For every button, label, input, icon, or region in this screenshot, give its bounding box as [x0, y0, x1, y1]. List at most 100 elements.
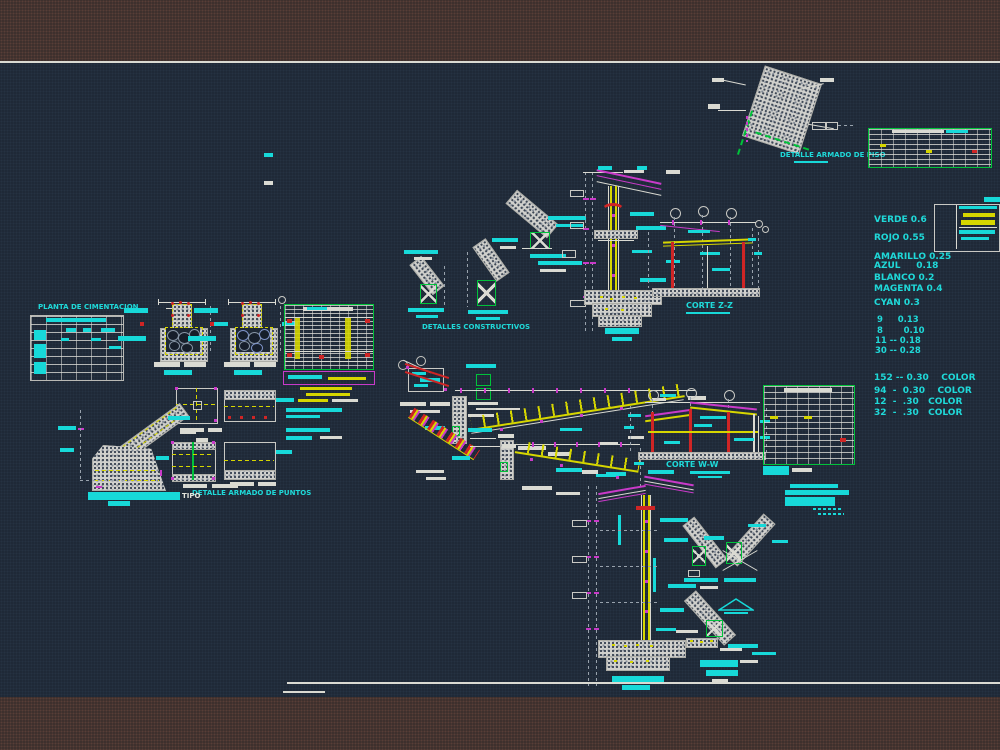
- note-dash: [813, 508, 843, 510]
- post-line: [758, 416, 759, 452]
- dim-label: [560, 428, 582, 431]
- table-cell: [770, 416, 778, 419]
- notes-box: [283, 371, 375, 385]
- dim-tick: [205, 299, 206, 305]
- table-title-bar: [892, 130, 944, 133]
- rebar-dot: [621, 309, 624, 311]
- sample-bar: [963, 213, 995, 217]
- label-box: [688, 570, 700, 577]
- label-bar: [180, 430, 196, 434]
- rebar-dot: [228, 416, 231, 419]
- roof-beam-details: [675, 510, 865, 690]
- red-mark: [210, 322, 214, 326]
- legend-line: MAGENTA 0.4: [874, 284, 943, 294]
- magenta-tick: [460, 388, 462, 393]
- label-bar: [624, 170, 644, 173]
- label-bar: [414, 257, 432, 260]
- corte-ww-caption: CORTE W-W: [666, 460, 719, 469]
- column-line: [707, 246, 708, 288]
- dim-line-vertical: [585, 172, 586, 332]
- bottom-short-line: [283, 691, 325, 693]
- label-bar: [556, 492, 580, 495]
- dim-label: [712, 268, 730, 271]
- magenta-dot: [444, 388, 447, 391]
- label-bar: [164, 370, 192, 375]
- dim-line: [505, 444, 640, 445]
- construction-details: DETALLES CONSTRUCTIVOS: [400, 189, 600, 337]
- grid-bubble: [726, 208, 737, 219]
- rebar-dot: [241, 314, 244, 317]
- dim-tick: [158, 299, 159, 305]
- rebar-dot: [614, 660, 617, 662]
- label-bar: [502, 444, 516, 448]
- magenta-dot: [530, 458, 533, 461]
- corte-zz-caption: CORTE Z-Z: [686, 301, 733, 310]
- dim-label: [58, 426, 76, 430]
- legend-line: AMARILLO 0.25: [874, 252, 952, 262]
- rebar-dot: [636, 644, 639, 646]
- dim-label: [530, 254, 566, 258]
- cell-bar: [109, 346, 121, 349]
- dim-label: [630, 212, 654, 216]
- dim-line-vertical: [630, 406, 631, 452]
- foundation-plan-title: PLANTA DE CIMENTACION: [38, 303, 139, 311]
- beam-yellow: [648, 431, 758, 433]
- table-cell: [804, 416, 812, 419]
- legend-line: CYAN 0.3: [874, 298, 920, 308]
- note-bar: [790, 484, 838, 488]
- column-red: [671, 242, 674, 288]
- rebar-line: [224, 406, 274, 407]
- label-bar: [676, 630, 698, 633]
- rebar-line: [95, 470, 155, 471]
- footing-hatch: [686, 638, 718, 648]
- magenta-dot: [645, 520, 648, 523]
- magenta-tick: [598, 442, 600, 447]
- tie-line: [600, 530, 660, 531]
- table-section-line: [285, 317, 373, 318]
- construction-details-caption: DETALLES CONSTRUCTIVOS: [422, 323, 531, 331]
- footing-rebar-outline: [235, 327, 273, 355]
- dim-label: [408, 308, 444, 312]
- magenta-tick: [594, 592, 599, 594]
- footing-hatch: [606, 656, 670, 671]
- grid-bubble: [416, 356, 426, 366]
- rebar-dot: [240, 416, 243, 419]
- dim-label: [640, 278, 666, 282]
- label-bar: [498, 434, 514, 438]
- legend-line: AZUL 0.18: [874, 261, 939, 271]
- rebar-dot: [610, 298, 613, 300]
- label-bar: [400, 402, 426, 406]
- legend-line: 94 - 0.30 COLOR: [874, 386, 972, 396]
- magenta-tick: [160, 470, 162, 476]
- leader-line: [470, 438, 496, 439]
- magenta-tick: [554, 442, 556, 447]
- label-bar: [196, 438, 208, 442]
- detail-bubble: [762, 226, 769, 233]
- note-bar: [298, 399, 328, 402]
- post-line: [753, 414, 755, 452]
- dim-line-vertical: [280, 306, 281, 354]
- label-bar: [208, 428, 222, 432]
- stair-footing-hatch: [92, 445, 166, 491]
- sample-bar: [961, 220, 995, 225]
- legend-line: ROJO 0.55: [874, 233, 925, 243]
- column-edge: [641, 495, 642, 643]
- dim-label: [194, 308, 218, 313]
- table-title-bar: [307, 307, 327, 310]
- cell-bar: [91, 338, 101, 341]
- leader-line: [470, 446, 500, 447]
- magenta-dot: [500, 428, 503, 431]
- corner-dot: [214, 419, 217, 422]
- label-bar: [430, 402, 450, 406]
- dim-tick: [275, 299, 276, 305]
- stirrup-symbol: [500, 462, 508, 472]
- rebar-dot: [171, 314, 174, 317]
- hatch-strip: [224, 470, 276, 480]
- dim-label: [598, 166, 612, 170]
- label-bar: [234, 370, 262, 375]
- dim-label: [688, 230, 710, 233]
- rebar-table-top: [868, 128, 992, 168]
- rebar-dot: [700, 641, 703, 643]
- dim-label: [638, 250, 650, 253]
